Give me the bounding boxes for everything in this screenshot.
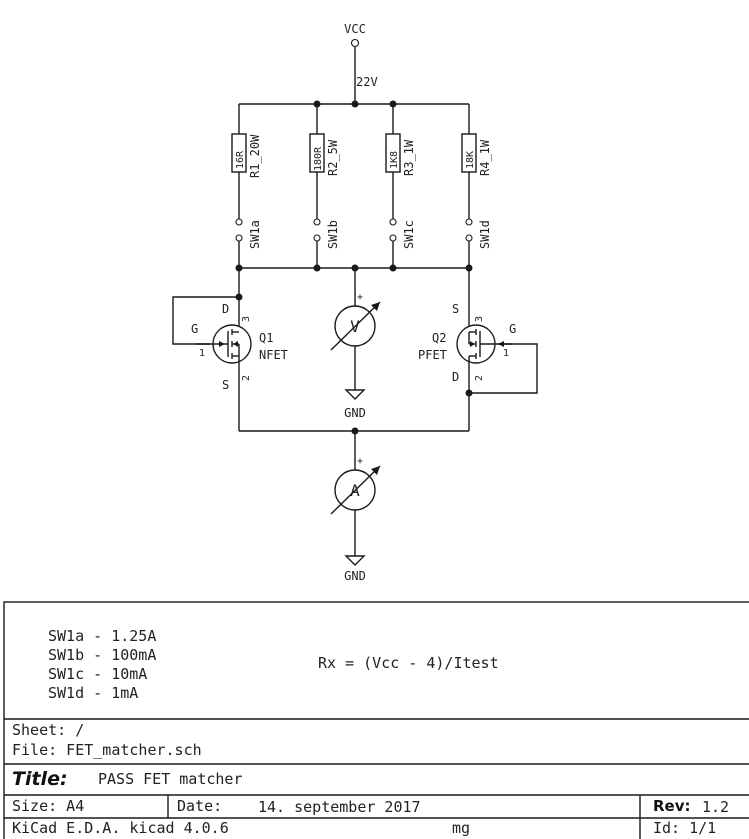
resistor-value: 180R [313,146,324,171]
branch-r2: 180R R2_5W SW1b [309,104,340,268]
resistor-value: 16R [235,150,246,169]
q2-type: PFET [418,348,447,362]
vcc-voltage-label: 22V [356,75,378,89]
note-line: SW1d - 1mA [48,684,138,702]
q2-pin-s: 3 [474,316,485,322]
q2-drain-label: D [452,370,459,384]
size-label: Size: A4 [12,797,84,815]
resistor-ref: R1_20W [248,134,262,178]
title-label: Title: [12,768,68,790]
junction-dot [235,293,243,301]
q1-nfet: D G S 1 3 2 Q1 NFET [172,268,288,431]
q2-pin-d: 2 [474,375,485,381]
junction-dot [389,264,397,272]
resistor-value: 1K8 [389,151,400,169]
switch-contact [465,234,473,242]
q2-gate-label: G [509,322,516,336]
tool-label: KiCad E.D.A. kicad 4.0.6 [12,819,229,837]
formula-note: Rx = (Vcc - 4)/Itest [318,654,499,672]
note-line: SW1b - 100mA [48,646,156,664]
file-label: File: FET_matcher.sch [12,741,202,759]
ground-symbol [344,389,366,400]
author-label: mg [452,819,470,837]
id-label: Id: 1/1 [653,819,716,837]
vcc-port-symbol [350,38,360,48]
switch-ref: SW1c [402,220,416,249]
vcc-net: VCC 22V [344,22,378,104]
branch-r4: 18K R4_1W SW1d [461,104,492,268]
date-value: 14. september 2017 [258,798,421,816]
q1-pin-d: 3 [241,316,252,322]
switch-contact [465,218,473,226]
q1-drain-label: D [222,302,229,316]
ground-symbol [344,555,366,566]
junction-dot [313,264,321,272]
switch-contact [235,218,243,226]
note-line: SW1c - 10mA [48,665,147,683]
branch-r3: 1K8 R3_1W SW1c [385,104,416,268]
note-line: SW1a - 1.25A [48,627,156,645]
q1-pin-g: 1 [199,348,205,359]
q2-pin-g: 1 [503,348,509,359]
q2-pfet: S G D 1 3 2 Q2 PFET [418,268,538,431]
switch-contact [389,218,397,226]
sheet-label: Sheet: / [12,721,84,739]
rev-label: Rev: [653,797,691,815]
switch-contact [313,218,321,226]
junction-dot [465,389,473,397]
switch-contact [389,234,397,242]
gnd-label: GND [344,406,366,420]
resistor-ref: R2_5W [326,139,340,176]
switch-contact [235,234,243,242]
gnd-label: GND [344,569,366,583]
q1-pin-s: 2 [241,375,252,381]
q2-source-label: S [452,302,459,316]
q1-type: NFET [259,348,288,362]
switch-ref: SW1a [248,220,262,249]
q1-ref: Q1 [259,331,273,345]
resistor-ref: R3_1W [402,139,416,176]
switch-ref: SW1b [326,220,340,249]
voltmeter: V + GND [330,268,381,420]
ammeter: A + GND [330,431,381,583]
q2-ref: Q2 [432,331,446,345]
q1-gate-label: G [191,322,198,336]
q1-source-label: S [222,378,229,392]
ammeter-symbol: A [350,481,360,500]
title-block-frame [3,601,749,839]
vcc-label: VCC [344,22,366,36]
title-block: SW1a - 1.25A SW1b - 100mA SW1c - 10mA SW… [3,601,749,839]
voltmeter-plus: + [357,292,363,303]
resistor-value: 18K [465,151,476,169]
voltmeter-symbol: V [350,317,360,336]
date-label: Date: [177,797,222,815]
resistor-ref: R4_1W [478,139,492,176]
switch-ref: SW1d [478,220,492,249]
junction-dot [351,100,359,108]
rev-value: 1.2 [702,798,729,816]
switch-contact [313,234,321,242]
branch-r1: 16R R1_20W SW1a [231,104,262,268]
title-value: PASS FET matcher [98,770,243,788]
ammeter-plus: + [357,456,363,467]
